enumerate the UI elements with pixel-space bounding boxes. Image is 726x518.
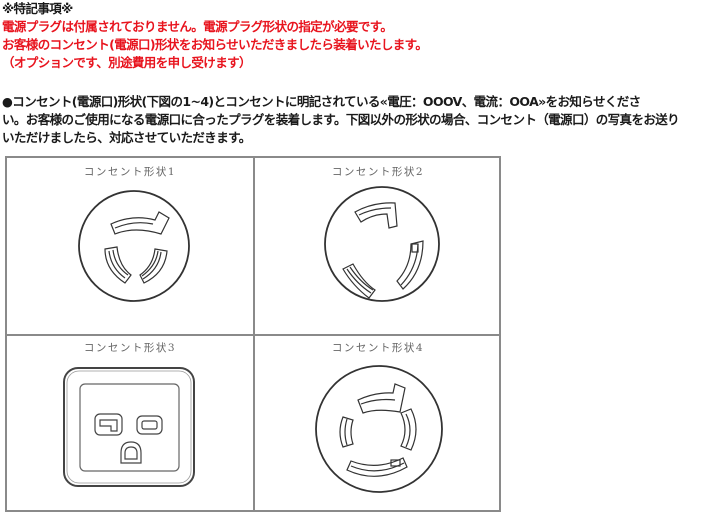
outlet-label-1: コンセント形状1 (83, 166, 177, 178)
outlet-shape-grid: コンセント形状1 コンセント形状2 (5, 156, 501, 512)
notice-line-1: 電源プラグは付属されておりません。電源プラグ形状の指定が必要です。 (2, 19, 393, 34)
outlet-cell-4: コンセント形状4 (255, 336, 501, 510)
twist-lock-3-slot-outlet-icon (78, 190, 190, 302)
special-notes-heading: ※特記事項※ (2, 1, 73, 16)
outlet-cell-1: コンセント形状1 (7, 158, 253, 334)
instruction-line-3: いただけましたら、対応させていただきます。 (2, 130, 251, 145)
square-3-pin-outlet-icon (63, 367, 195, 487)
notice-line-2: お客様のコンセント(電源口)形状をお知らせいただきましたら装着いたします。 (2, 37, 428, 52)
outlet-label-4: コンセント形状4 (331, 342, 425, 354)
outlet-cell-3: コンセント形状3 (7, 336, 253, 510)
outlet-cell-2: コンセント形状2 (255, 158, 501, 334)
twist-lock-4-slot-outlet-icon (315, 365, 443, 493)
instruction-line-1: ●コンセント(電源口)形状(下図の1~4)とコンセントに明記されている«電圧：O… (2, 94, 641, 109)
notice-line-3: （オプションです、別途費用を申し受けます） (2, 55, 252, 70)
outlet-label-3: コンセント形状3 (83, 342, 177, 354)
twist-lock-3-slot-outlet-icon (324, 186, 440, 302)
instruction-line-2: い。お客様のご使用になる電源口に合ったプラグを装着します。下図以外の形状の場合、… (2, 112, 680, 127)
outlet-label-2: コンセント形状2 (331, 166, 425, 178)
grid-divider-horizontal (7, 334, 499, 336)
